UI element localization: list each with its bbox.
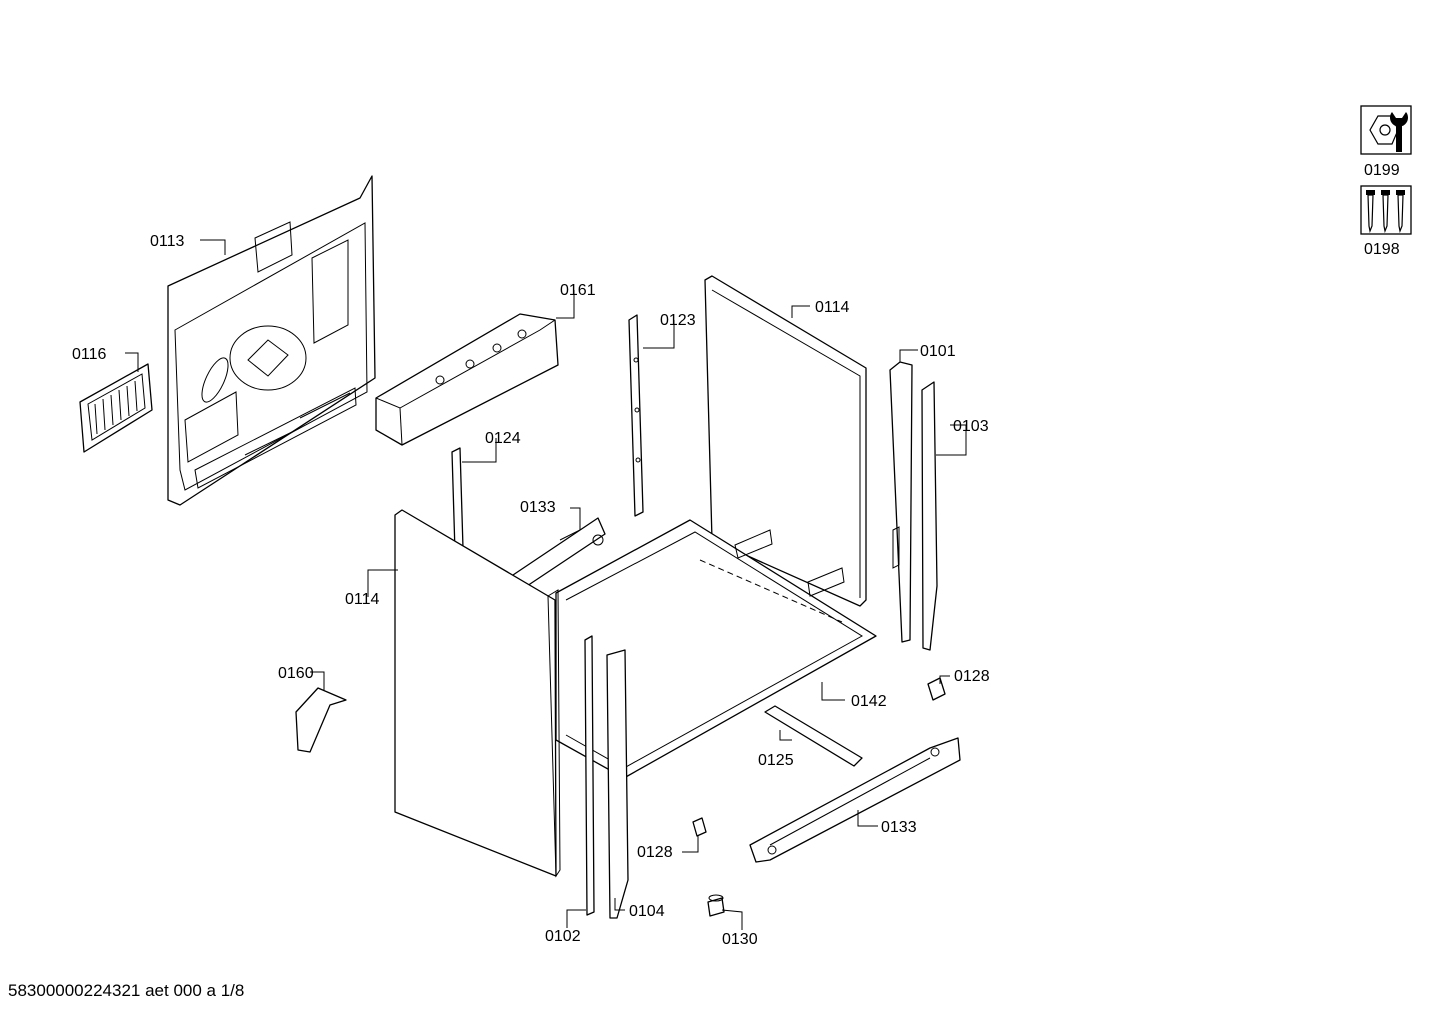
rail-0104: [606, 649, 629, 919]
label-0104: 0104: [629, 903, 665, 920]
label-0128-right: 0128: [954, 668, 990, 685]
bracket-0160: [295, 687, 347, 753]
part-labels: 0113 0116 0161 0123 0114 0101 0103 0124 …: [72, 233, 990, 948]
label-0133-top: 0133: [520, 499, 556, 516]
label-0113: 0113: [150, 233, 185, 250]
label-0130: 0130: [722, 931, 758, 948]
rail-0101: [889, 361, 913, 643]
rail-0102: [584, 635, 595, 916]
label-0199: 0199: [1364, 162, 1400, 179]
label-0114-side: 0114: [345, 591, 380, 608]
rail-0103: [921, 381, 938, 651]
label-0160: 0160: [278, 665, 314, 682]
cross-rail-0125: [764, 705, 863, 767]
screws-icon: [1360, 185, 1412, 235]
label-0101: 0101: [920, 343, 956, 360]
vent-grille-0116: [79, 363, 153, 453]
foot-0130: [707, 894, 725, 917]
label-0161: 0161: [560, 282, 596, 299]
label-0103: 0103: [953, 418, 989, 435]
label-0116: 0116: [72, 346, 107, 363]
clip-0128-bottom: [692, 817, 707, 837]
label-0142: 0142: [851, 693, 887, 710]
air-duct-0161: [375, 313, 559, 446]
side-panel-0114-front: [394, 509, 561, 878]
label-0133-bottom: 0133: [881, 819, 917, 836]
clip-0128-right: [927, 677, 946, 701]
wrench-nut-icon: [1360, 105, 1412, 155]
label-0128-bottom: 0128: [637, 844, 673, 861]
leader-lines: [125, 239, 967, 930]
label-0124: 0124: [485, 430, 521, 447]
label-0198: 0198: [1364, 241, 1400, 258]
label-0123: 0123: [660, 312, 696, 329]
runner-0133-bottom: [749, 737, 961, 863]
label-0114-back: 0114: [815, 299, 850, 316]
label-0125: 0125: [758, 752, 794, 769]
document-id-footer: 58300000224321 aet 000 a 1/8: [8, 981, 245, 1000]
side-rail-0123: [628, 314, 644, 517]
back-panel-0113: [167, 175, 376, 506]
bracket-0124: [451, 447, 464, 553]
label-0102: 0102: [545, 928, 581, 945]
